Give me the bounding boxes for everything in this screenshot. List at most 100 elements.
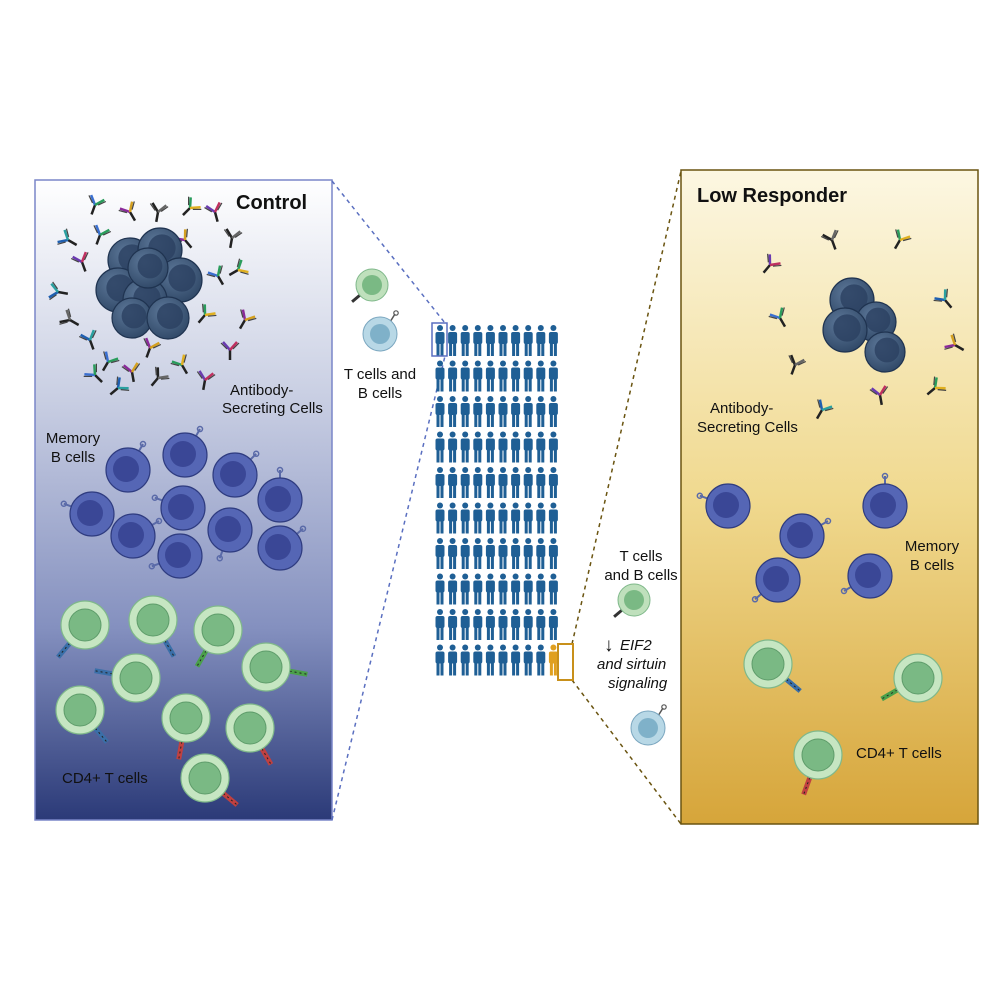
person-icon	[498, 538, 508, 569]
cohort-grid	[435, 325, 558, 676]
person-icon	[548, 467, 558, 498]
person-icon	[448, 396, 458, 427]
control-memory-b-cells	[60, 425, 307, 579]
low-title: Low Responder	[697, 185, 848, 207]
person-icon	[523, 396, 533, 427]
signal-label-3: signaling	[608, 675, 668, 692]
antibody-icon	[228, 258, 249, 277]
person-icon	[536, 644, 546, 676]
antibody-icon	[762, 253, 782, 274]
person-icon	[473, 431, 483, 463]
antibody-icon	[88, 194, 107, 215]
person-icon	[536, 396, 546, 427]
memory-b-cell	[110, 513, 163, 559]
memory-b-cell	[779, 513, 832, 559]
person-icon	[448, 538, 458, 569]
person-icon	[511, 360, 521, 392]
middle-tb-label-1: T cells and	[343, 366, 417, 383]
control-memory-label-1: Memory	[45, 430, 101, 447]
antibody-icon	[143, 337, 162, 358]
antibody-icon	[893, 229, 912, 250]
control-title: Control	[236, 192, 308, 214]
t-cell	[161, 693, 211, 760]
middle-tb2-label-2: and B cells	[604, 567, 678, 584]
control-zoom-line-bottom	[331, 355, 446, 821]
person-icon	[548, 538, 558, 569]
t-cell	[94, 653, 161, 703]
antibody-secreting-cell	[146, 296, 190, 340]
person-icon	[536, 502, 546, 534]
person-icon	[498, 573, 508, 605]
person-icon	[485, 538, 495, 569]
person-icon	[435, 609, 445, 640]
antibody-icon	[220, 341, 240, 360]
low-antibody-secreting-cells	[822, 277, 906, 373]
memory-b-cell	[751, 557, 801, 603]
person-icon	[511, 502, 521, 534]
antibody-icon	[197, 303, 217, 324]
person-icon	[523, 502, 533, 534]
antibody-icon	[70, 251, 89, 272]
low-memory-label-2: B cells	[909, 557, 955, 574]
middle-tb-label-2: B cells	[357, 385, 403, 402]
antibody-icon	[182, 196, 202, 216]
small-t-cell	[613, 583, 651, 618]
person-icon	[536, 325, 546, 356]
person-icon	[460, 325, 470, 356]
small-b-cell	[630, 704, 667, 746]
t-cell	[193, 605, 243, 668]
person-icon	[460, 431, 470, 463]
person-icon	[473, 573, 483, 605]
person-icon	[536, 431, 546, 463]
person-icon	[523, 609, 533, 640]
memory-b-cell	[862, 472, 908, 529]
antibody-icon	[150, 366, 170, 387]
small-b-cell	[362, 310, 399, 352]
person-icon	[485, 431, 495, 463]
control-asc-label-2: Secreting Cells	[222, 400, 323, 417]
memory-b-cell	[257, 525, 307, 571]
person-icon	[498, 360, 508, 392]
person-icon	[460, 644, 470, 676]
low-memory-label-1: Memory	[904, 538, 960, 555]
antibody-icon	[238, 309, 257, 330]
low-memory-b-cells	[696, 472, 908, 603]
memory-b-cell	[105, 440, 151, 493]
person-icon	[511, 644, 521, 676]
t-cell	[880, 653, 943, 703]
antibody-icon	[48, 281, 69, 301]
person-icon	[435, 538, 445, 569]
person-icon	[435, 396, 445, 427]
memory-b-cell	[696, 483, 751, 529]
person-icon	[548, 573, 558, 605]
middle-t-and-b-cells	[351, 268, 667, 746]
person-icon	[485, 573, 495, 605]
low-antibodies	[762, 229, 965, 420]
person-icon	[460, 396, 470, 427]
antibody-icon	[206, 265, 225, 286]
person-icon	[523, 467, 533, 498]
person-icon	[435, 431, 445, 463]
person-icon	[536, 467, 546, 498]
person-icon	[523, 538, 533, 569]
person-icon	[435, 573, 445, 605]
antibody-secreting-cell	[157, 257, 203, 303]
t-cell	[743, 639, 802, 693]
t-cell	[55, 685, 109, 744]
person-icon	[473, 360, 483, 392]
person-icon	[473, 325, 483, 356]
antibody-icon	[204, 201, 223, 222]
person-icon	[548, 609, 558, 640]
antibody-icon	[820, 229, 839, 250]
person-icon	[511, 538, 521, 569]
person-icon	[435, 325, 445, 356]
person-icon	[523, 573, 533, 605]
person-icon	[523, 644, 533, 676]
person-icon	[536, 360, 546, 392]
low-zoom-line-bottom	[571, 679, 682, 825]
memory-b-cell	[840, 553, 893, 599]
person-icon	[498, 609, 508, 640]
person-icon	[511, 325, 521, 356]
antibody-icon	[109, 376, 130, 396]
memory-b-cell	[148, 533, 203, 579]
